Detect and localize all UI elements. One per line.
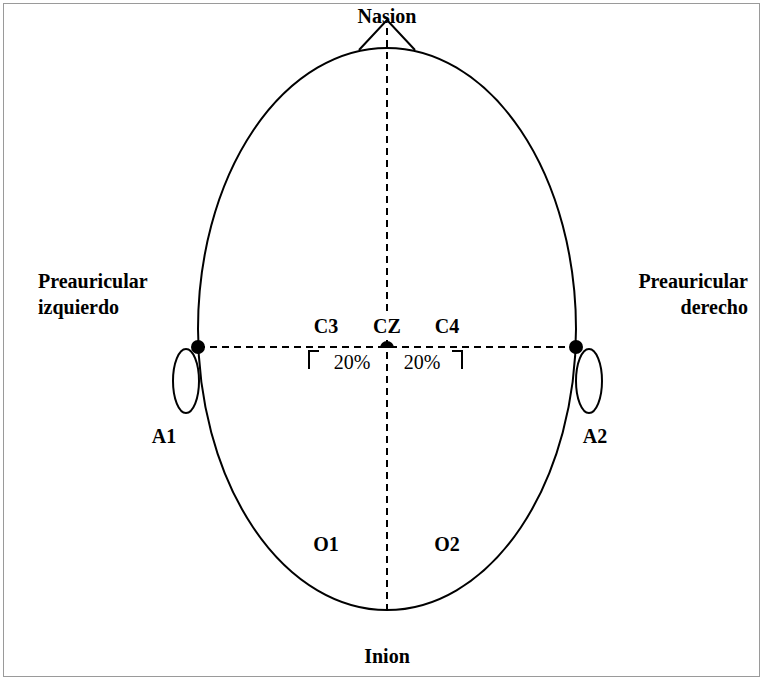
preauricular-point	[569, 340, 583, 354]
electrode-label: C3	[314, 313, 338, 339]
electrode-label: O2	[434, 531, 460, 557]
electrode-label: O1	[313, 531, 339, 557]
right-ear	[576, 349, 602, 413]
bracket	[452, 351, 462, 369]
landmark-label: Inion	[364, 643, 410, 669]
electrode-label: A1	[152, 423, 176, 449]
distance-label: 20%	[334, 349, 371, 375]
distance-label: 20%	[404, 349, 441, 375]
frame	[4, 4, 760, 677]
left-ear	[173, 349, 199, 413]
electrode-label: CZ	[371, 313, 403, 339]
landmark-label: Preauricular izquierdo	[38, 268, 178, 320]
electrode-label: A2	[583, 423, 607, 449]
electrode-label: C4	[435, 313, 459, 339]
preauricular-point	[191, 340, 205, 354]
landmark-label: Nasion	[358, 3, 417, 29]
bracket	[309, 351, 319, 369]
cz-point	[380, 341, 394, 348]
landmark-label: Preauricular derecho	[608, 268, 748, 320]
